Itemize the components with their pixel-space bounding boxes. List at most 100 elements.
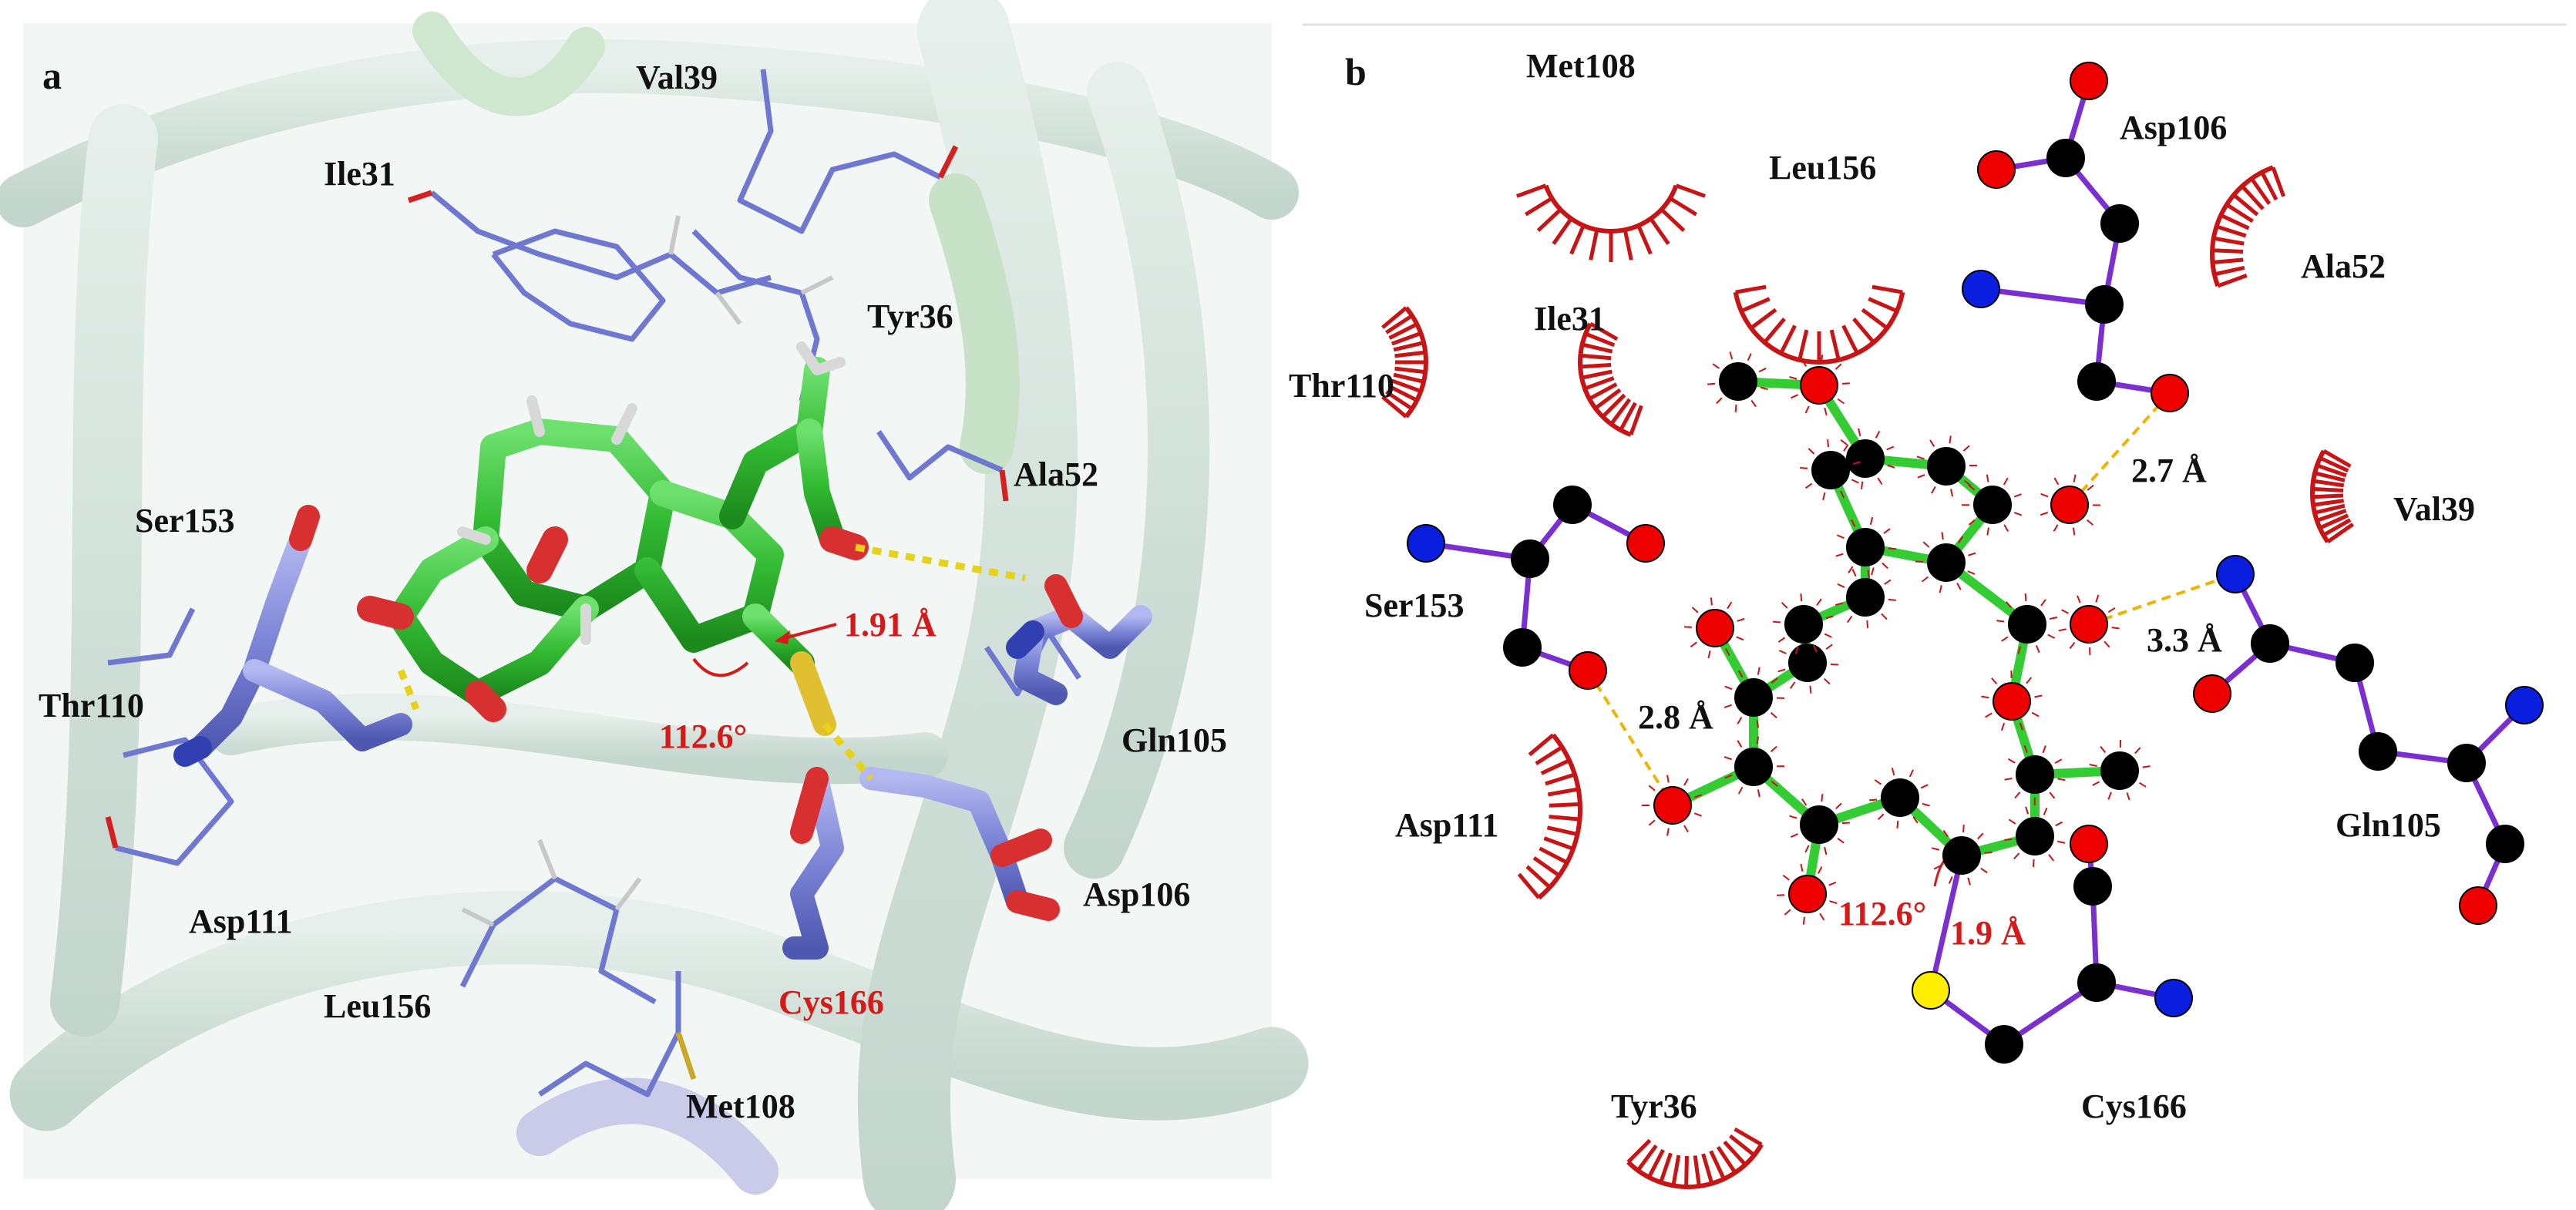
- carbon-atom: [1511, 539, 1549, 578]
- contact-spoke: [1967, 570, 1976, 575]
- contact-spoke: [2069, 642, 2076, 650]
- contact-spoke: [2092, 781, 2100, 786]
- distance-arrow-head: [775, 630, 790, 644]
- oxygen-atom: [2070, 62, 2108, 100]
- contact-spoke: [1828, 881, 1837, 886]
- oxygen-atom: [1696, 609, 1734, 647]
- contact-spoke: [1683, 825, 1689, 833]
- contact-spoke: [1737, 786, 1744, 795]
- label-angle-b: 112.6°: [1838, 895, 1926, 933]
- oxygen-atom: [2050, 486, 2089, 524]
- carbon-atom: [2046, 139, 2085, 177]
- carbon-atom: [2016, 755, 2054, 794]
- contact-spoke: [1881, 613, 1888, 620]
- contact-spoke: [1804, 405, 1810, 414]
- label-cys166-b: Cys166: [2081, 1087, 2187, 1125]
- contact-spoke: [1800, 863, 1804, 872]
- carbon-atom: [1846, 439, 1885, 478]
- contact-spoke: [1724, 685, 1733, 691]
- contact-spoke: [2026, 677, 2033, 684]
- contact-spoke: [1666, 775, 1670, 783]
- contact-spoke: [1835, 602, 1844, 606]
- contact-spoke: [1929, 439, 1935, 447]
- residue-thin-red: [105, 145, 1009, 849]
- tyr36-arc: [1626, 1127, 1764, 1189]
- oxygen-atom: [2070, 605, 2108, 644]
- gln105-thick-stick: [1021, 605, 1152, 659]
- contact-spoke: [2061, 609, 2069, 614]
- contact-spoke: [1841, 382, 1850, 385]
- contact-spoke: [1931, 486, 1936, 494]
- contact-spoke: [2019, 722, 2024, 731]
- contact-spoke: [1916, 455, 1925, 460]
- contact-spoke: [1852, 461, 1861, 465]
- contact-spoke: [2047, 634, 2056, 639]
- carbon-atom: [2486, 825, 2524, 863]
- panel-a-hbonds: [397, 543, 1026, 781]
- val39-arc: [2310, 449, 2355, 544]
- oxygen-atom: [1977, 150, 2016, 189]
- label-cys166: Cys166: [779, 983, 884, 1021]
- label-tyr36-b: Tyr36: [1611, 1087, 1697, 1125]
- contact-spoke: [1933, 865, 1942, 870]
- contact-spoke: [1693, 812, 1702, 817]
- label-hbond-33: 3.3 Å: [2147, 621, 2222, 659]
- contact-spoke: [1737, 717, 1743, 724]
- contact-spoke: [1841, 822, 1850, 825]
- oxygen-atom: [1569, 651, 1607, 690]
- contact-spoke: [1834, 363, 1842, 370]
- covalent-s-c-bond: [1928, 852, 1965, 993]
- label-thr110-b: Thr110: [1289, 367, 1394, 405]
- label-covalent-19: 1.9 Å: [1950, 914, 2026, 952]
- contact-spoke: [1790, 833, 1798, 838]
- contact-spoke: [1950, 489, 1954, 497]
- carbon-atom: [1927, 543, 1966, 582]
- val39-sticks: [737, 69, 942, 234]
- oxygen-atom: [2459, 886, 2497, 925]
- contact-spoke: [2055, 821, 2063, 827]
- met108-sticks: [538, 971, 681, 1097]
- contact-spoke: [1984, 851, 1993, 854]
- ala52-sticks: [876, 430, 1004, 481]
- contact-spoke: [2087, 484, 2094, 491]
- contact-spoke: [1962, 825, 1965, 833]
- contact-spoke: [1800, 466, 1808, 469]
- label-gln105-b: Gln105: [2336, 806, 2441, 844]
- cys166-thick-stick: [782, 767, 844, 960]
- contact-spoke: [1981, 695, 1989, 699]
- contact-spoke: [1801, 798, 1808, 806]
- contact-spoke: [2104, 640, 2110, 648]
- atoms: [1407, 62, 2544, 1064]
- contact-spoke: [1773, 620, 1781, 623]
- ala52-arc: [2210, 165, 2285, 288]
- contact-spoke: [2031, 711, 2040, 718]
- contact-spoke: [1942, 830, 1949, 838]
- contact-spoke: [1837, 837, 1845, 844]
- contact-spoke: [1666, 828, 1670, 836]
- contact-spoke: [2057, 778, 2066, 781]
- contact-spoke: [1883, 528, 1891, 534]
- contact-spoke: [1956, 583, 1962, 590]
- contact-spoke: [1967, 877, 1972, 886]
- carbon-atom: [1927, 447, 1966, 486]
- contact-spoke: [1887, 464, 1895, 469]
- contact-spoke: [2035, 645, 2040, 654]
- thr110-sticks: [107, 607, 196, 666]
- contact-spoke: [1816, 598, 1822, 606]
- label-asp106-b: Asp106: [2120, 109, 2227, 146]
- contact-spoke: [1922, 541, 1930, 548]
- label-leu156-b: Leu156: [1769, 149, 1876, 187]
- contact-spoke: [1770, 711, 1777, 719]
- ligand-sulfur-bond: [790, 651, 836, 736]
- contact-spoke: [2053, 524, 2059, 532]
- contact-spoke: [1794, 646, 1799, 654]
- label-angle-a: 112.6°: [659, 718, 747, 755]
- contact-spoke: [1819, 913, 1825, 921]
- contact-spoke: [1801, 359, 1808, 367]
- contact-spoke: [2054, 758, 2063, 765]
- contact-spoke: [1891, 768, 1895, 776]
- contact-spoke: [1789, 815, 1797, 819]
- leu156-sticks: [459, 876, 657, 1005]
- contact-spoke: [1877, 813, 1885, 820]
